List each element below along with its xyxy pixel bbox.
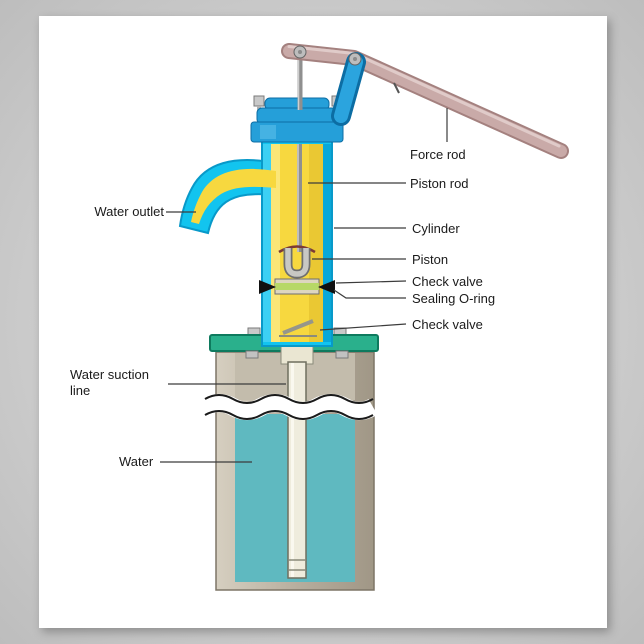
label-water-suction-line: Water suction line [70,367,149,398]
pivot-pin-center [353,57,357,61]
interior-highlight [271,144,280,342]
label-cylinder: Cylinder [412,221,460,236]
wave-band [200,394,378,420]
leader-lines [160,108,448,463]
piston-rod-upper [297,52,303,110]
interior-shade [309,144,323,342]
label-check-valve-upper: Check valve [412,274,483,289]
label-piston: Piston [412,252,449,267]
leader-sealing-oring [333,289,406,299]
label-force-rod: Force rod [410,147,466,162]
leader-check-valve-lower [319,323,407,331]
suction-pipe [287,361,307,579]
cap-highlight [260,125,276,139]
cutaway-wave [200,394,378,420]
sealing-oring-band [275,283,319,290]
pipe-highlight [291,363,294,577]
label-piston-rod: Piston rod [410,176,469,191]
leader-check-valve-upper [335,280,407,284]
piston-rod-lower [297,144,302,252]
label-water: Water [119,454,154,469]
pump-body [178,135,333,347]
cylinder-shade [322,144,331,342]
bolt [335,350,349,359]
lower-valve-flap [282,319,314,335]
wave-line-top [204,394,374,404]
seal-arrow-left-icon [259,280,276,294]
wave-line-bottom [204,410,374,420]
handle-notch [393,82,400,94]
label-check-valve-lower: Check valve [412,317,483,332]
pivot-pin-center [298,50,302,54]
label-water-outlet: Water outlet [94,204,164,219]
valve-spring-arc [278,245,316,254]
clevis [285,248,309,277]
piston-assembly [259,245,335,337]
top-cap [250,95,344,143]
spout-inner [191,168,276,224]
cylinder-highlight [263,144,271,342]
force-rod-handle [281,43,569,159]
suction-pipe-body [287,361,307,579]
seal-arrow-right-icon [318,280,335,294]
bolt [245,350,259,359]
fulcrum-bracket [334,55,363,123]
label-sealing-oring: Sealing O-ring [412,291,496,306]
bolt [253,95,265,107]
